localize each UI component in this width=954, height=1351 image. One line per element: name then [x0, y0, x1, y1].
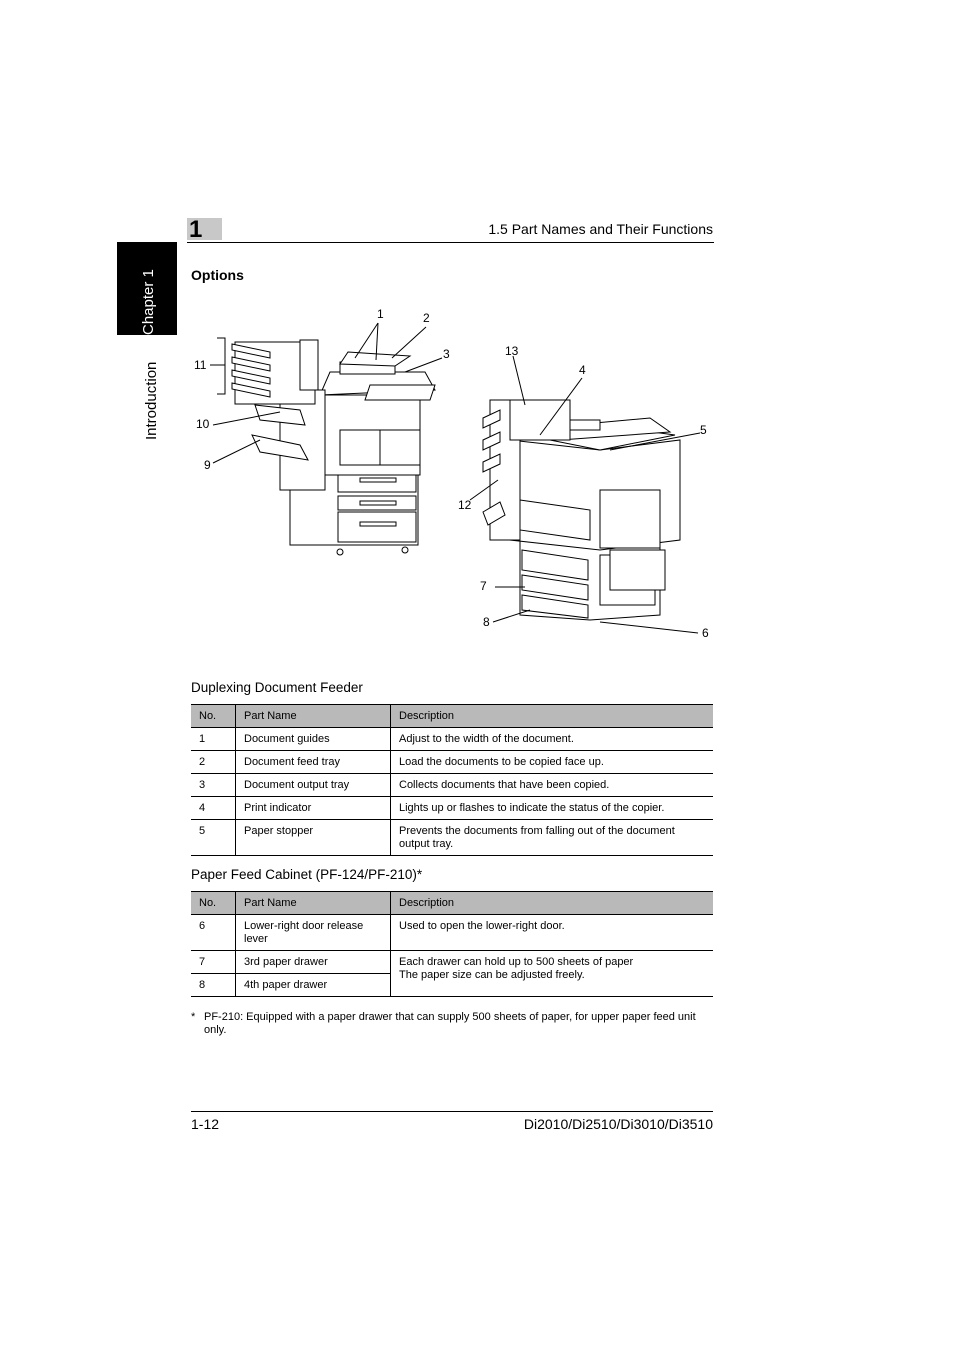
column-header-no: No.: [191, 891, 236, 915]
row-description: Lights up or flashes to indicate the sta…: [390, 796, 713, 820]
callout-1: 1: [377, 307, 384, 321]
table-header-row: No. Part Name Description: [191, 891, 713, 915]
column-header-description: Description: [390, 891, 713, 915]
column-header-part-name: Part Name: [235, 891, 391, 915]
page-number: 1-12: [191, 1116, 220, 1132]
table-row: 4 Print indicator Lights up or flashes t…: [191, 796, 713, 820]
row-part-name: Paper stopper: [235, 819, 391, 856]
table-row: 1 Document guides Adjust to the width of…: [191, 727, 713, 751]
column-header-no: No.: [191, 704, 236, 728]
row-part-name: Lower-right door release lever: [235, 914, 391, 951]
row-no: 5: [191, 819, 236, 856]
section-title: Options: [191, 267, 244, 283]
header-rule: [187, 242, 714, 243]
row-part-name: Print indicator: [235, 796, 391, 820]
table-row: 7 3rd paper drawer Each drawer can hold …: [191, 950, 713, 997]
paper-feed-cabinet-table: No. Part Name Description 6 Lower-right …: [191, 891, 713, 997]
row-no: 8: [191, 973, 236, 997]
column-header-part-name: Part Name: [235, 704, 391, 728]
table-row: 2 Document feed tray Load the documents …: [191, 750, 713, 774]
callout-8: 8: [483, 615, 490, 629]
callout-7: 7: [480, 579, 487, 593]
table-row: 6 Lower-right door release lever Used to…: [191, 914, 713, 951]
footnote: * PF-210: Equipped with a paper drawer t…: [191, 1011, 713, 1037]
callout-3: 3: [443, 347, 450, 361]
row-description: Collects documents that have been copied…: [390, 773, 713, 797]
row-no: 2: [191, 750, 236, 774]
chapter-tab: [117, 242, 177, 335]
column-header-description: Description: [390, 704, 713, 728]
row-part-name: 4th paper drawer: [235, 973, 391, 997]
description-line-1: Each drawer can hold up to 500 sheets of…: [399, 956, 634, 968]
table-row: 5 Paper stopper Prevents the documents f…: [191, 819, 713, 856]
row-no: 1: [191, 727, 236, 751]
row-no: 4: [191, 796, 236, 820]
description-line-2: The paper size can be adjusted freely.: [399, 969, 585, 981]
model-name: Di2010/Di2510/Di3010/Di3510: [523, 1116, 713, 1132]
callout-11: 11: [194, 358, 207, 372]
callout-12: 12: [458, 498, 472, 512]
callout-13: 13: [505, 344, 519, 358]
row-no: 7: [191, 950, 236, 974]
table2-title: Paper Feed Cabinet (PF-124/PF-210)*: [191, 867, 423, 882]
row-part-name: Document feed tray: [235, 750, 391, 774]
row-part-name: Document guides: [235, 727, 391, 751]
callout-9: 9: [204, 458, 211, 472]
row-description: Adjust to the width of the document.: [390, 727, 713, 751]
table-header-row: No. Part Name Description: [191, 704, 713, 728]
table1-title: Duplexing Document Feeder: [191, 680, 363, 695]
chapter-number: 1: [189, 216, 203, 243]
footnote-text: PF-210: Equipped with a paper drawer tha…: [204, 1011, 696, 1036]
callout-6: 6: [702, 626, 709, 640]
row-part-name: 3rd paper drawer: [235, 950, 391, 974]
duplexing-document-feeder-table: No. Part Name Description 1 Document gui…: [191, 704, 713, 856]
options-illustration: [210, 322, 701, 634]
row-part-name: Document output tray: [235, 773, 391, 797]
table-row: 8 4th paper drawer: [191, 973, 713, 997]
row-description: Used to open the lower-right door.: [390, 914, 713, 951]
callout-2: 2: [423, 311, 430, 325]
row-description: Load the documents to be copied face up.: [390, 750, 713, 774]
callout-10: 10: [196, 417, 210, 431]
running-head: 1.5 Part Names and Their Functions: [488, 221, 713, 237]
row-description: Each drawer can hold up to 500 sheets of…: [390, 950, 713, 997]
section-tab-label: Introduction: [143, 361, 160, 440]
table-row: 3 Document output tray Collects document…: [191, 773, 713, 797]
footnote-marker: *: [191, 1011, 196, 1023]
callout-5: 5: [700, 423, 707, 437]
chapter-tab-label: Chapter 1: [140, 269, 157, 335]
chapter-number-box: [187, 218, 222, 240]
row-no: 3: [191, 773, 236, 797]
callout-4: 4: [579, 363, 586, 377]
footer-rule: [191, 1111, 713, 1112]
row-no: 6: [191, 914, 236, 951]
row-description: Prevents the documents from falling out …: [390, 819, 713, 856]
